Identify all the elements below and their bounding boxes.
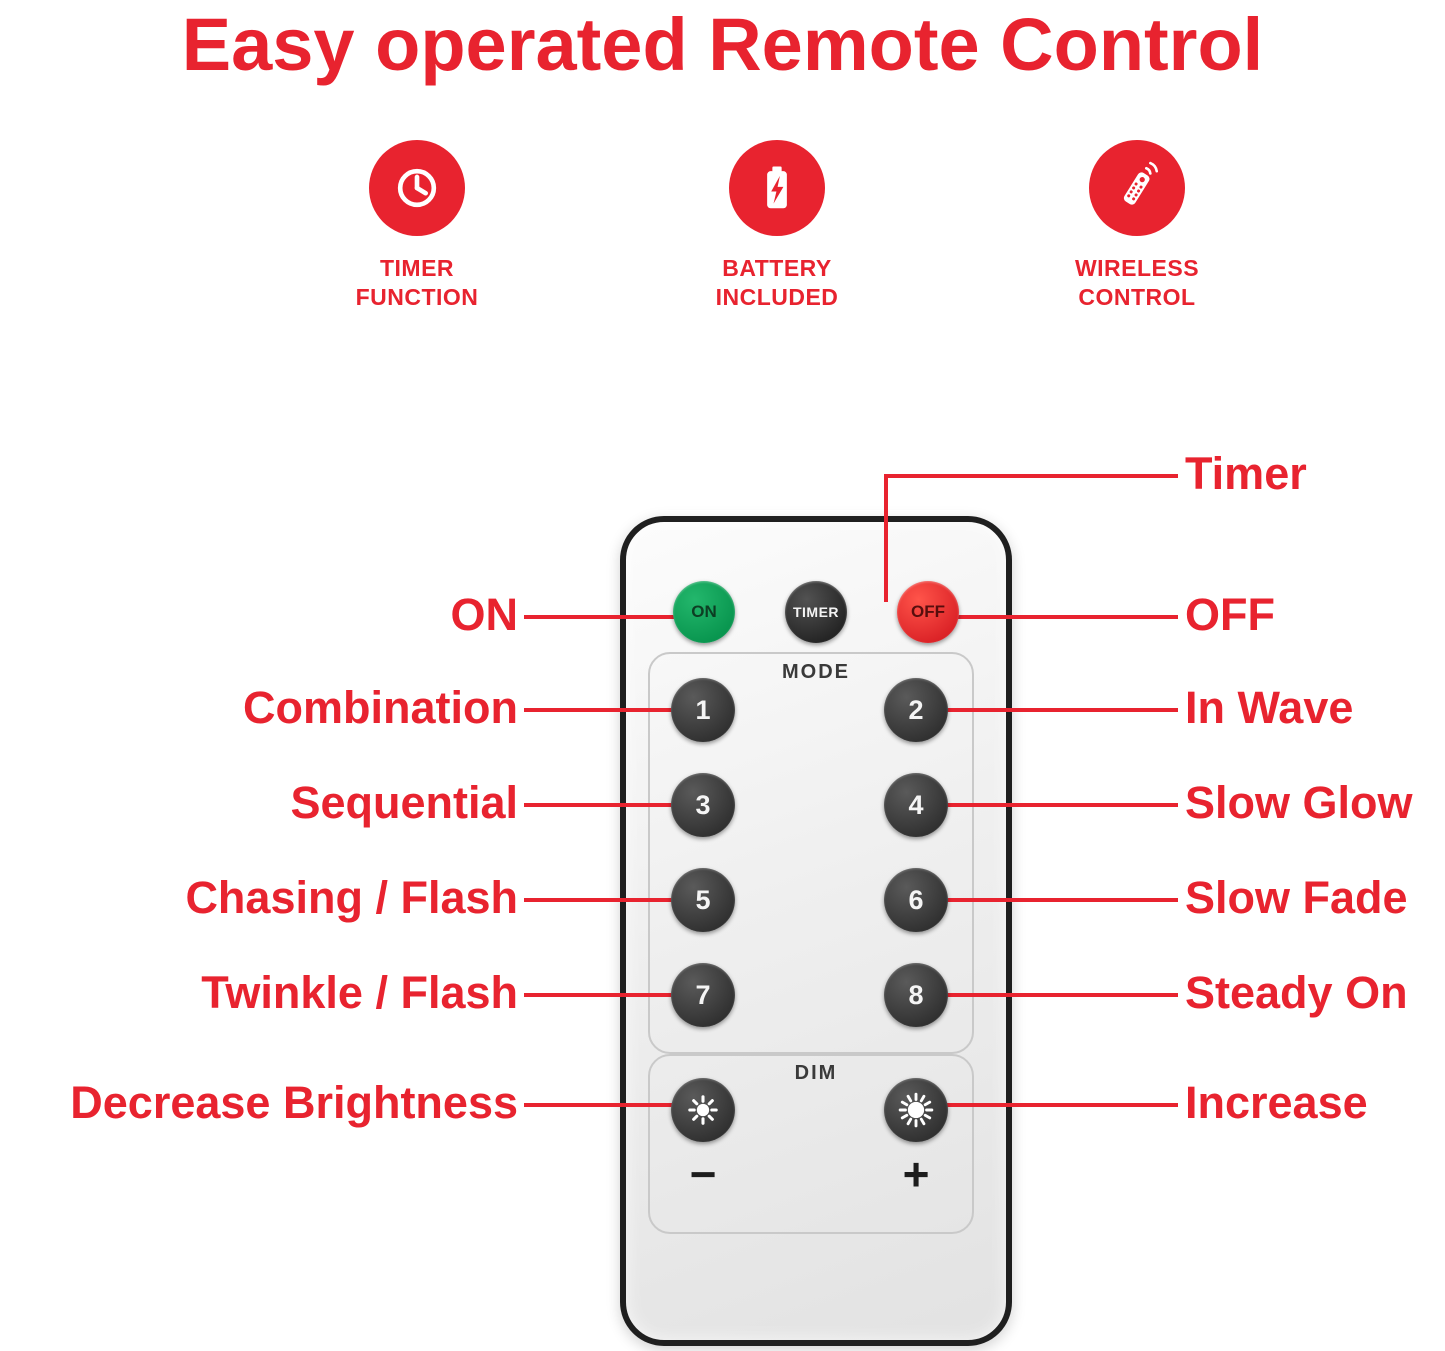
callout-line-steady-on [944, 993, 1178, 997]
mode-button-2: 2 [884, 678, 948, 742]
feature-label-line2: FUNCTION [355, 284, 479, 310]
mode-button-1: 1 [671, 678, 735, 742]
mode-button-4: 4 [884, 773, 948, 837]
on-button: ON [673, 581, 735, 643]
feature-label-line2: INCLUDED [715, 284, 839, 310]
callout-line-chasing-flash [524, 898, 704, 902]
off-button: OFF [897, 581, 959, 643]
callout-slow-fade: Slow Fade [1185, 872, 1408, 923]
wireless-remote-icon [1089, 140, 1185, 236]
feature-battery-included: BATTERY INCLUDED [647, 140, 907, 312]
plus-label: + [902, 1148, 930, 1200]
callout-line-off [952, 615, 1178, 619]
sun-large-icon [898, 1092, 934, 1128]
feature-timer-function: TIMER FUNCTION [287, 140, 547, 312]
mode-button-3: 3 [671, 773, 735, 837]
callout-line-slow-fade [944, 898, 1178, 902]
increase-brightness-button [884, 1078, 948, 1142]
clock-icon [369, 140, 465, 236]
mode-button-8: 8 [884, 963, 948, 1027]
callout-decrease-brightness: Decrease Brightness [70, 1077, 518, 1128]
feature-label-line1: WIRELESS [1074, 255, 1200, 281]
callout-line-twinkle-flash [524, 993, 704, 997]
feature-label-line1: TIMER [379, 255, 455, 281]
callout-line-on [524, 615, 688, 619]
minus-label: − [689, 1148, 717, 1200]
feature-label: BATTERY INCLUDED [647, 254, 907, 312]
mode-button-6: 6 [884, 868, 948, 932]
feature-label: WIRELESS CONTROL [1007, 254, 1267, 312]
callout-increase: Increase [1185, 1077, 1368, 1128]
page-title: Easy operated Remote Control [181, 3, 1264, 86]
timer-button: TIMER [785, 581, 847, 643]
remote-control: ON TIMER OFF MODE 1 2 3 4 5 6 7 8 DIM [620, 516, 1012, 1346]
callout-steady-on: Steady On [1185, 967, 1408, 1018]
callout-in-wave: In Wave [1185, 682, 1354, 733]
mode-button-5: 5 [671, 868, 735, 932]
callout-combination: Combination [243, 682, 518, 733]
callout-line-timer-v [884, 474, 888, 602]
callout-slow-glow: Slow Glow [1185, 777, 1413, 828]
callout-line-slow-glow [944, 803, 1178, 807]
callout-on: ON [450, 589, 519, 640]
callout-chasing-flash: Chasing / Flash [185, 872, 518, 923]
feature-label: TIMER FUNCTION [287, 254, 547, 312]
callout-line-increase [944, 1103, 1178, 1107]
callout-sequential: Sequential [290, 777, 518, 828]
mode-section [648, 652, 974, 1054]
sun-small-icon [688, 1095, 718, 1125]
feature-label-line1: BATTERY [722, 255, 832, 281]
feature-wireless-control: WIRELESS CONTROL [1007, 140, 1267, 312]
callout-off: OFF [1185, 589, 1275, 640]
callout-line-sequential [524, 803, 704, 807]
battery-icon [729, 140, 825, 236]
mode-label: MODE [782, 661, 850, 683]
feature-label-line2: CONTROL [1078, 284, 1196, 310]
callout-line-in-wave [944, 708, 1178, 712]
callout-line-decrease [524, 1103, 696, 1107]
callout-timer: Timer [1185, 448, 1307, 499]
callout-line-combination [524, 708, 704, 712]
callout-line-timer [884, 474, 1178, 478]
mode-button-7: 7 [671, 963, 735, 1027]
dim-section [648, 1054, 974, 1234]
decrease-brightness-button [671, 1078, 735, 1142]
callout-twinkle-flash: Twinkle / Flash [201, 967, 518, 1018]
dim-label: DIM [794, 1062, 838, 1084]
